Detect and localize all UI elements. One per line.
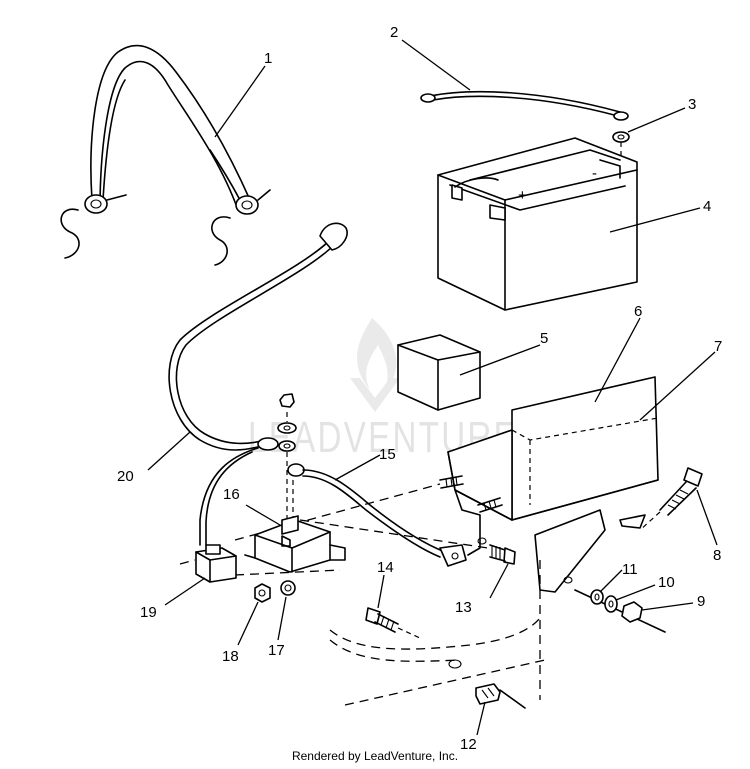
part-6-7-battery-box — [447, 376, 659, 593]
footer-credit: Rendered by LeadVenture, Inc. — [291, 749, 459, 763]
callout-19: 19 — [140, 604, 157, 621]
part-19-connector — [179, 544, 237, 583]
leader-lines — [147, 39, 718, 736]
callout-3: 3 — [688, 96, 696, 113]
callout-17: 17 — [268, 642, 285, 659]
part-16-18-solenoid — [234, 393, 346, 603]
callout-20: 20 — [117, 468, 134, 485]
part-12-clip — [329, 560, 546, 709]
part-14-bolt — [365, 607, 421, 639]
watermark-flame-icon — [357, 318, 397, 392]
callout-7: 7 — [714, 338, 722, 355]
callout-13: 13 — [455, 599, 472, 616]
callout-14: 14 — [377, 559, 394, 576]
callout-2: 2 — [390, 24, 398, 41]
part-8-bolt — [639, 467, 703, 531]
callout-6: 6 — [634, 303, 642, 320]
part-5-block — [397, 334, 481, 411]
callout-9: 9 — [697, 593, 705, 610]
part-4-battery: + - — [437, 137, 638, 311]
part-1-battery-strap — [60, 44, 271, 266]
callout-1: 1 — [264, 50, 272, 67]
part-13-bolt — [299, 519, 516, 565]
part-20-cable — [168, 222, 348, 546]
callout-8: 8 — [713, 547, 721, 564]
callout-4: 4 — [703, 198, 711, 215]
svg-text:+: + — [518, 187, 527, 204]
part-2-battery-cable — [420, 90, 629, 121]
watermark-v-icon — [350, 378, 400, 412]
callout-5: 5 — [540, 330, 548, 347]
callout-labels: 1 2 3 4 5 6 7 8 9 10 11 12 13 14 15 16 1… — [117, 24, 722, 753]
svg-text:-: - — [592, 165, 597, 182]
callout-15: 15 — [379, 446, 396, 463]
callout-18: 18 — [222, 648, 239, 665]
callout-10: 10 — [658, 574, 675, 591]
part-15-cable — [287, 463, 467, 567]
part-9-11-fasteners — [574, 589, 666, 633]
callout-16: 16 — [223, 486, 240, 503]
callout-12: 12 — [460, 736, 477, 753]
callout-11: 11 — [622, 561, 638, 578]
